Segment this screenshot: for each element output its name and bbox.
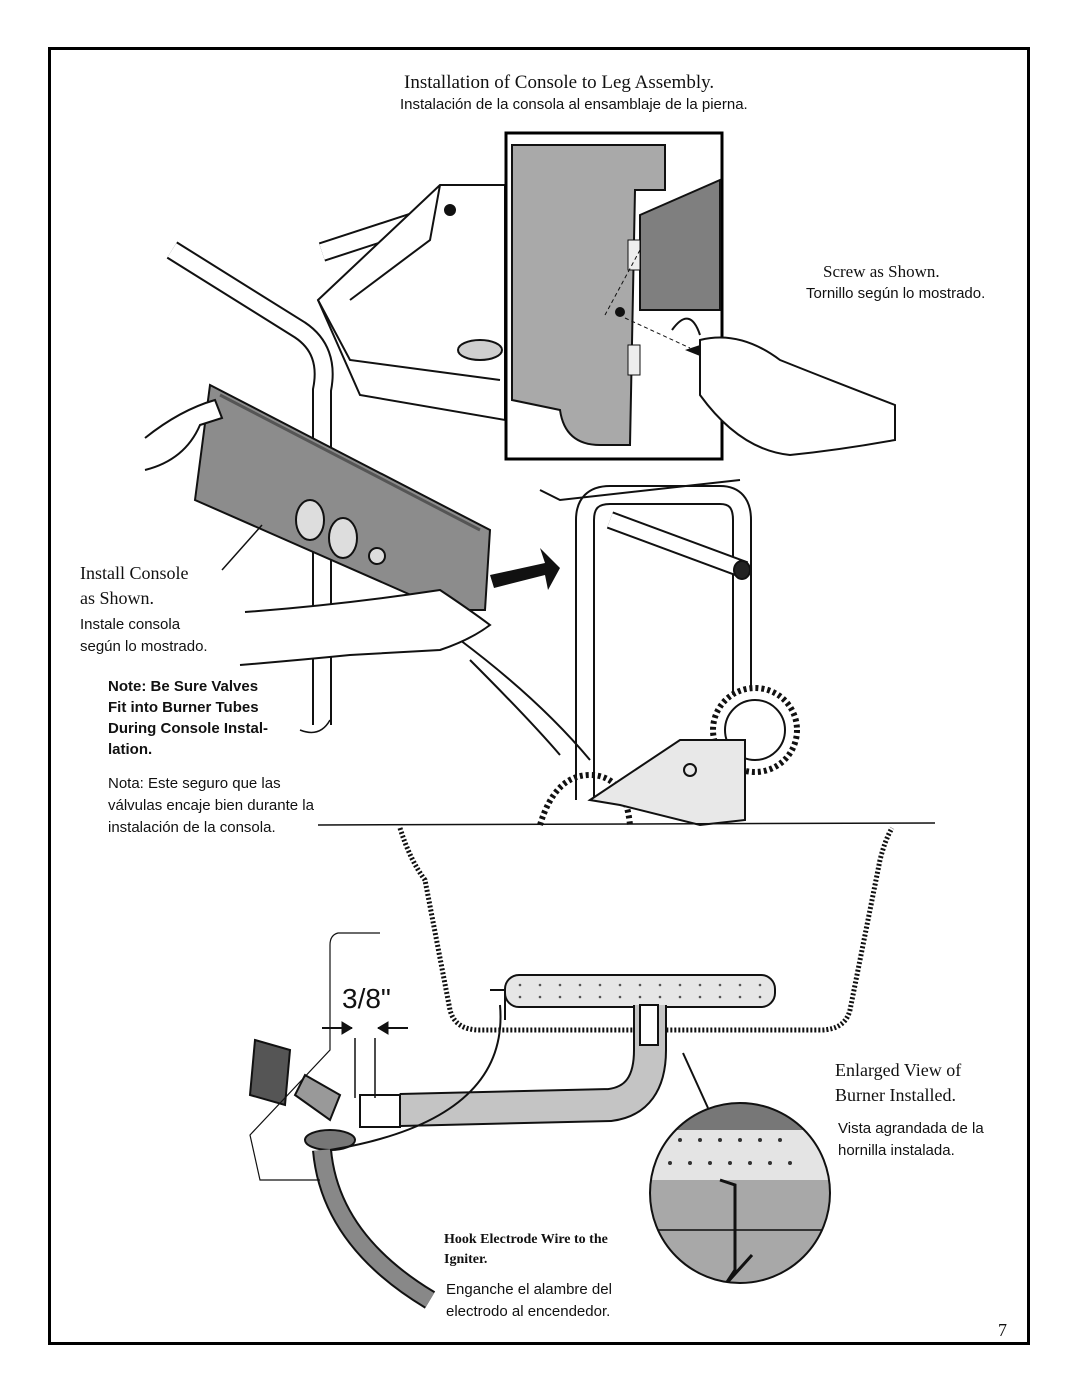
install-caption-line2: as Shown. <box>80 588 155 608</box>
note-line: During Console Instal- <box>108 720 269 737</box>
enlarged-caption-line1: Enlarged View of <box>835 1060 962 1080</box>
page-title: Installation of Console to Leg Assembly. <box>404 72 715 93</box>
note-spanish-line: instalación de la consola. <box>108 819 276 836</box>
page-number: 7 <box>998 1320 1007 1340</box>
install-caption-spanish-line1: Instale consola <box>80 616 181 633</box>
note-spanish-line: Nota: Este seguro que las <box>108 775 281 792</box>
screw-caption-spanish: Tornillo según lo mostrado. <box>806 285 986 302</box>
note-line: lation. <box>108 741 153 758</box>
console-panel-drawing <box>144 383 560 734</box>
note-line: Note: Be Sure Valves <box>108 678 259 695</box>
page-border <box>48 47 1030 1345</box>
right-hand-drawing <box>699 336 896 457</box>
enlarged-view-circle <box>649 1102 831 1284</box>
hook-caption-spanish-line2: electrodo al encendedor. <box>446 1303 611 1320</box>
hook-caption-line1: Hook Electrode Wire to the <box>444 1232 608 1247</box>
enlarged-caption-spanish-line1: Vista agrandada de la <box>838 1120 984 1137</box>
hook-caption-line2: Igniter. <box>444 1252 488 1267</box>
note-line: Fit into Burner Tubes <box>108 699 259 716</box>
divider-line <box>317 822 936 826</box>
hook-caption-spanish-line1: Enganche el alambre del <box>446 1281 612 1298</box>
screw-detail-inset <box>504 131 724 461</box>
install-caption-spanish-line2: según lo mostrado. <box>80 638 208 655</box>
screw-caption: Screw as Shown. <box>823 262 940 281</box>
install-caption-line1: Install Console <box>80 563 189 583</box>
burner-drawing <box>248 826 895 1309</box>
note-spanish-line: válvulas encaje bien durante la <box>108 797 314 814</box>
enlarged-caption-spanish-line2: hornilla instalada. <box>838 1142 955 1159</box>
enlarged-caption-line2: Burner Installed. <box>835 1085 956 1105</box>
measurement-label: 3/8" <box>342 983 391 1014</box>
page-title-spanish: Instalación de la consola al ensamblaje … <box>400 96 748 113</box>
grill-frame-drawing <box>166 184 800 827</box>
